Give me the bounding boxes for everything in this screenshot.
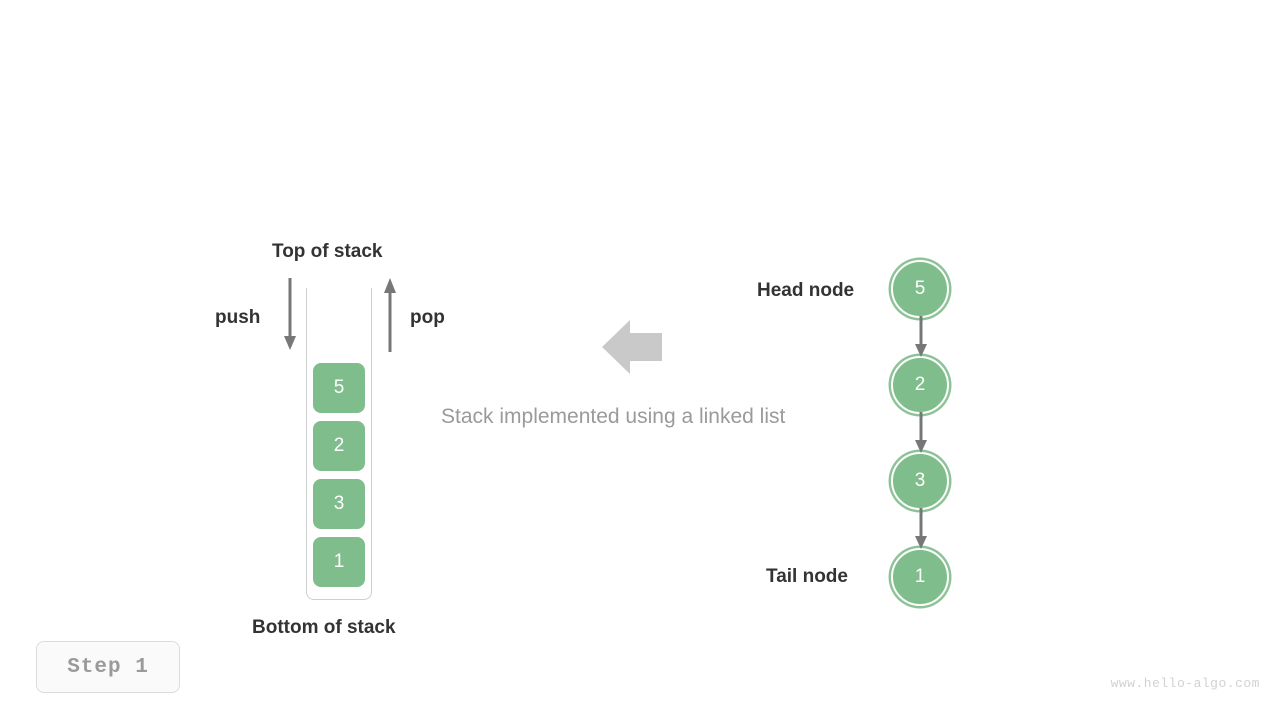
watermark: www.hello-algo.com <box>1110 676 1260 691</box>
arrow-down-icon <box>915 316 927 357</box>
stack-cell: 5 <box>313 363 365 413</box>
stack-top-label: Top of stack <box>272 241 383 262</box>
linked-list-tail-label: Tail node <box>766 566 848 587</box>
step-badge: Step 1 <box>36 641 180 693</box>
linked-list-head-label: Head node <box>757 280 855 301</box>
stack-cell: 1 <box>313 537 365 587</box>
stack-bottom-label: Bottom of stack <box>252 617 396 638</box>
linked-list-node: 3 <box>891 452 949 510</box>
stack-cell: 2 <box>313 421 365 471</box>
stack-pop-label: pop <box>410 307 445 328</box>
arrow-down-icon <box>915 508 927 549</box>
diagram-caption: Stack implemented using a linked list <box>441 405 786 428</box>
stack-cell: 3 <box>313 479 365 529</box>
stack-push-label: push <box>215 307 261 328</box>
arrow-up-icon <box>384 278 396 352</box>
linked-list-node: 5 <box>891 260 949 318</box>
linked-list-node: 2 <box>891 356 949 414</box>
arrow-down-icon <box>284 278 296 350</box>
arrow-down-icon <box>915 412 927 453</box>
stack-cell-list: 5 2 3 1 <box>306 363 372 595</box>
linked-list-node: 1 <box>891 548 949 606</box>
arrow-left-icon <box>602 320 662 374</box>
